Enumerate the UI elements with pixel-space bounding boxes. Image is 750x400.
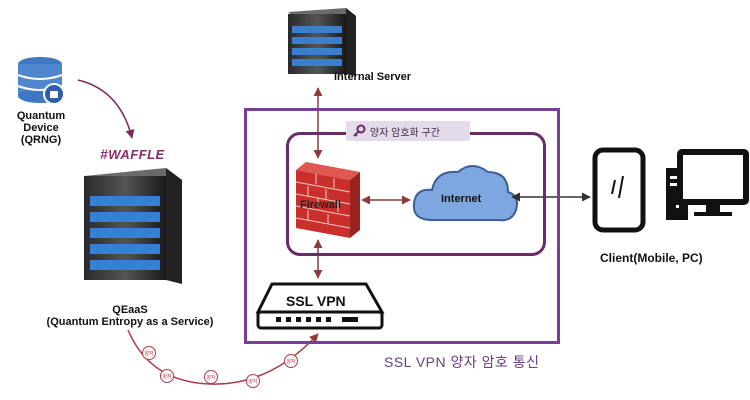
internet-label: Internet xyxy=(441,193,482,205)
client-label: Client(Mobile, PC) xyxy=(600,251,703,265)
qeaas-label: QEaaS (Quantum Entropy as a Service) xyxy=(20,304,240,328)
waffle-logo-text: WAFFLE xyxy=(108,147,165,162)
quantum-comm-zone xyxy=(244,108,560,344)
encryption-zone-tag: 양자 암호화 구간 xyxy=(346,121,470,141)
internal-server-label: Internal Server xyxy=(334,71,412,83)
quantum-device-subtitle: (QRNG) xyxy=(20,134,62,146)
entropy-bubble: 양자 xyxy=(142,346,156,360)
qeaas-title: QEaaS xyxy=(112,304,148,316)
encryption-zone xyxy=(286,132,546,256)
internal-server-icon xyxy=(288,8,356,76)
ssl-vpn-label: SSL VPN xyxy=(286,293,346,309)
firewall-icon xyxy=(295,162,360,238)
qeaas-subtitle: (Quantum Entropy as a Service) xyxy=(46,316,214,328)
quantum-device-label: Quantum Device (QRNG) xyxy=(0,110,82,146)
qeaas-server-icon xyxy=(84,168,182,284)
firewall-label: Firewall xyxy=(300,199,341,211)
zone-caption: SSL VPN 양자 암호 통신 xyxy=(384,354,540,370)
hash-icon: # xyxy=(100,146,109,162)
entropy-bubble: 양자 xyxy=(284,354,298,368)
entropy-bubble: 양자 xyxy=(160,369,174,383)
quantum-device-icon xyxy=(17,57,65,105)
entropy-bubble: 양자 xyxy=(246,374,260,388)
pc-icon xyxy=(666,149,749,220)
entropy-bubble: 양자 xyxy=(204,370,218,384)
internet-cloud-icon xyxy=(412,165,518,222)
waffle-logo: #WAFFLE xyxy=(100,146,165,162)
key-icon xyxy=(353,124,366,137)
quantum-device-title: Quantum Device xyxy=(16,110,66,134)
device-to-qeaas-arrow xyxy=(77,79,135,139)
ssl-vpn-device-icon xyxy=(255,282,385,330)
encryption-zone-label: 양자 암호화 구간 xyxy=(370,127,440,139)
mobile-phone-icon xyxy=(592,147,646,233)
